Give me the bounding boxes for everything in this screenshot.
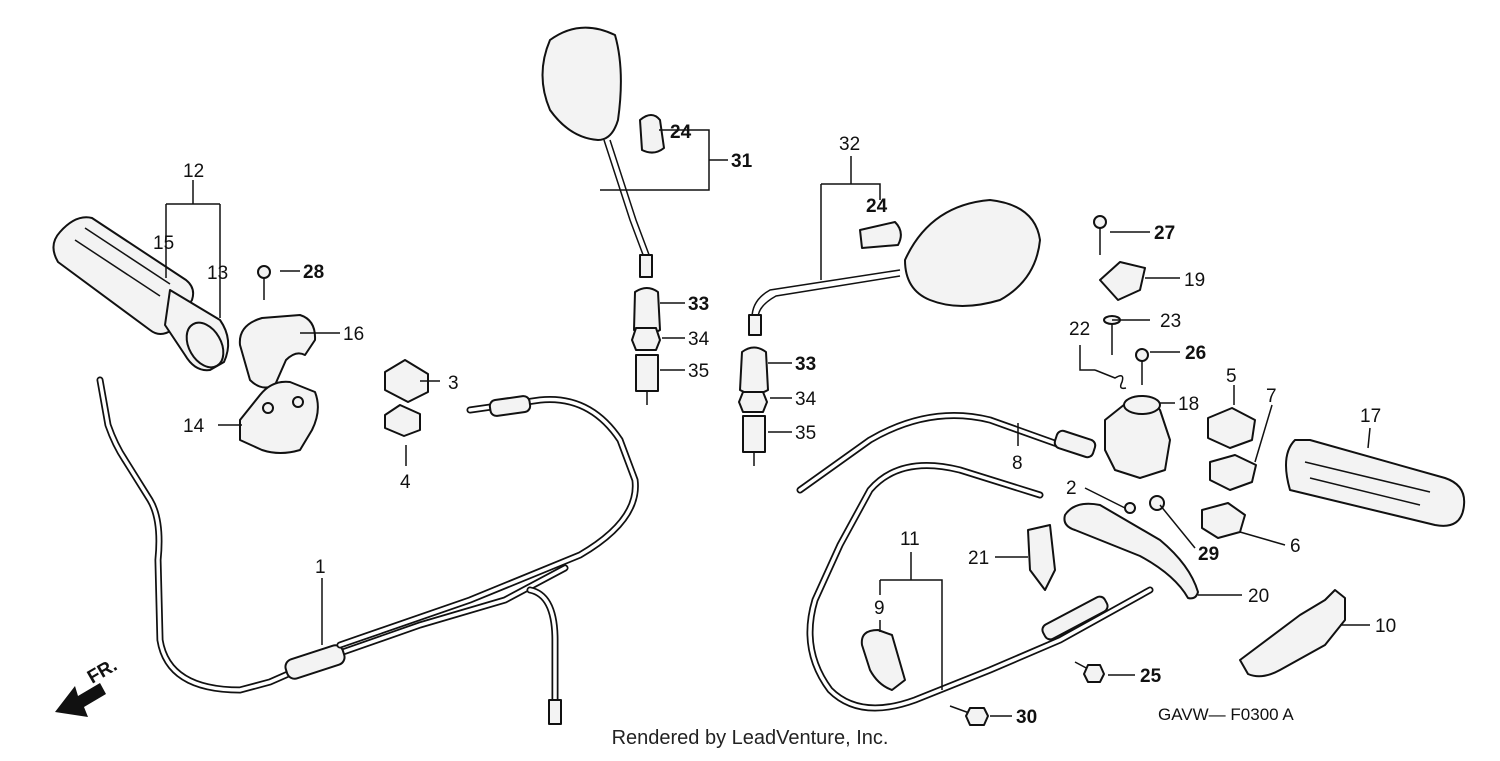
throttle-housing-upper <box>238 314 317 389</box>
pin-23 <box>1103 315 1121 355</box>
lever-bracket-18 <box>1104 395 1171 479</box>
lever-20 <box>1063 502 1199 600</box>
screw-28 <box>257 265 271 300</box>
clamp-9 <box>860 629 906 691</box>
callout-13: 13 <box>207 263 228 284</box>
boot-33-right <box>739 346 769 395</box>
switch-3 <box>384 359 429 403</box>
callout-11: 11 <box>900 529 920 550</box>
nut-34-right <box>738 391 768 413</box>
bracket-21 <box>1027 524 1056 591</box>
callout-14: 14 <box>183 416 205 437</box>
callout-7: 7 <box>1266 386 1277 407</box>
adapter-35-left <box>635 354 659 405</box>
nut-34-left <box>631 327 661 351</box>
callout-28: 28 <box>303 262 324 283</box>
callout-23: 23 <box>1160 311 1181 332</box>
washer-2 <box>1124 502 1136 514</box>
callout-20: 20 <box>1248 586 1269 607</box>
diagram-code: GAVW— F0300 A <box>1158 705 1294 724</box>
left-mirror <box>541 26 653 278</box>
callout-24-right: 24 <box>866 196 888 217</box>
callout-35-right: 35 <box>795 423 816 444</box>
callout-21: 21 <box>968 548 989 569</box>
callout-27: 27 <box>1154 223 1175 244</box>
switch-6 <box>1201 502 1246 539</box>
front-direction-arrow: FR. <box>55 655 121 717</box>
right-grip-17 <box>1285 439 1466 527</box>
switch-4 <box>384 404 421 437</box>
callout-9: 9 <box>874 598 885 619</box>
callout-labels: 12 15 13 28 16 14 3 4 1 24 31 33 34 35 3… <box>153 122 1396 728</box>
callout-34-left: 34 <box>688 329 710 350</box>
cable-8 <box>796 412 1097 494</box>
callout-31: 31 <box>731 151 753 172</box>
callout-35-left: 35 <box>688 361 709 382</box>
direction-label: FR. <box>84 655 121 688</box>
bolt-25 <box>1074 661 1105 683</box>
throttle-tube <box>164 289 230 372</box>
callout-30: 30 <box>1016 707 1037 728</box>
callout-19: 19 <box>1184 270 1205 291</box>
right-mirror <box>748 199 1041 336</box>
callout-15: 15 <box>153 233 174 254</box>
holder-19 <box>1099 261 1146 301</box>
bolt-30 <box>949 705 989 726</box>
callout-29: 29 <box>1198 544 1219 565</box>
throttle-housing-lower <box>239 380 319 454</box>
switch-7 <box>1209 454 1257 491</box>
callout-16: 16 <box>343 324 364 345</box>
callout-33-right: 33 <box>795 354 816 375</box>
bolt-27 <box>1093 215 1107 255</box>
boot-24-left <box>639 114 665 154</box>
callout-26: 26 <box>1185 343 1206 364</box>
callout-1: 1 <box>315 557 326 578</box>
callout-3: 3 <box>448 373 459 394</box>
adapter-35-right <box>742 415 766 466</box>
callout-32: 32 <box>839 134 860 155</box>
guard-10 <box>1239 589 1346 678</box>
leader-lines <box>165 129 1371 717</box>
callout-17: 17 <box>1360 406 1381 427</box>
switch-5 <box>1207 407 1256 449</box>
callout-22: 22 <box>1069 319 1090 340</box>
callout-10: 10 <box>1375 616 1396 637</box>
cable-11 <box>806 462 1154 712</box>
boot-24-right <box>859 221 902 249</box>
callout-2: 2 <box>1066 478 1077 499</box>
footer-credit: Rendered by LeadVenture, Inc. <box>611 727 889 749</box>
screw-26 <box>1135 348 1149 385</box>
throttle-cable-1 <box>96 376 569 725</box>
spring-22 <box>1094 369 1127 390</box>
callout-12: 12 <box>183 161 204 182</box>
callout-6: 6 <box>1290 536 1301 557</box>
callout-8: 8 <box>1012 453 1023 474</box>
callout-24-left: 24 <box>670 122 692 143</box>
callout-25: 25 <box>1140 666 1162 687</box>
callout-18: 18 <box>1178 394 1199 415</box>
throttle-cable-2 <box>336 395 639 649</box>
callout-4: 4 <box>400 472 411 493</box>
left-grip <box>52 216 195 335</box>
callout-5: 5 <box>1226 366 1237 387</box>
callout-34-right: 34 <box>795 389 817 410</box>
callout-33-left: 33 <box>688 294 709 315</box>
